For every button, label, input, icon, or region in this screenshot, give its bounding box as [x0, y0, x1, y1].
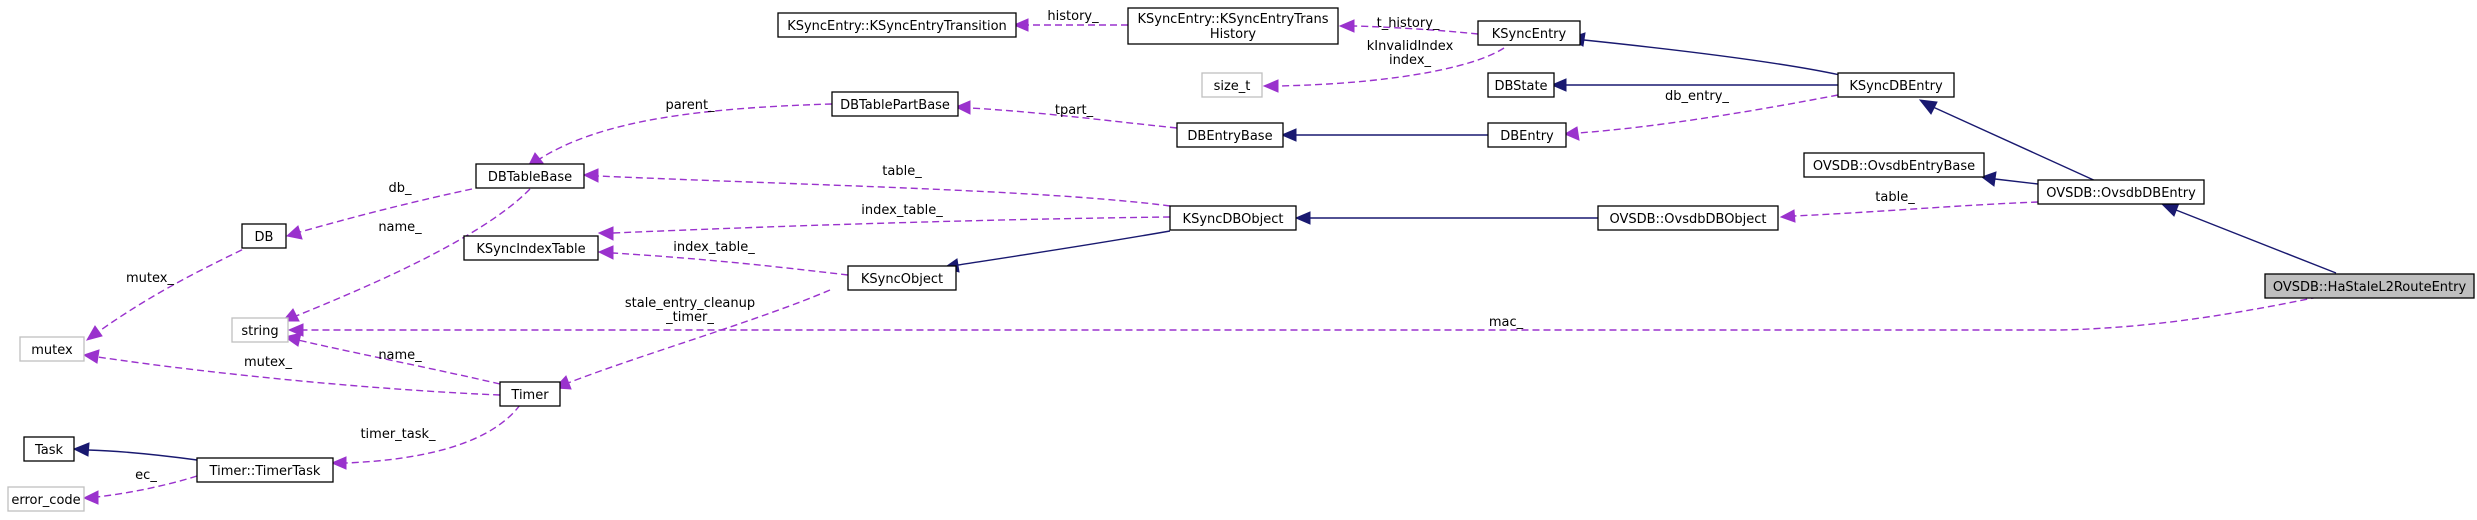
edge-label-parent: parent_ — [665, 98, 715, 113]
node-ovsdb-ovsdbentrybase[interactable]: OVSDB::OvsdbEntryBase — [1803, 152, 1985, 178]
edge-table-ovsdb — [1779, 201, 2039, 223]
svg-text:OVSDB::OvsdbEntryBase: OVSDB::OvsdbEntryBase — [1813, 159, 1975, 174]
svg-text:KSyncDBObject: KSyncDBObject — [1183, 212, 1284, 227]
edge-label-history: history_ — [1047, 9, 1099, 24]
svg-text:KSyncObject: KSyncObject — [861, 272, 943, 287]
edge-label-db: db_ — [388, 181, 412, 196]
edge-index-table-ksyncobject — [597, 245, 849, 276]
edge-timer-task — [330, 404, 521, 470]
edge-label-t-history: t_history_ — [1377, 16, 1440, 31]
svg-text:OVSDB::OvsdbDBEntry: OVSDB::OvsdbDBEntry — [2046, 186, 2196, 201]
svg-text:History: History — [1210, 27, 1257, 42]
edge-label-mutex-db: mutex_ — [126, 271, 174, 286]
edge-t-history — [1338, 19, 1479, 35]
edge-label-kinvalid-index: index_ — [1389, 53, 1432, 68]
node-task[interactable]: Task — [23, 436, 75, 462]
svg-text:DB: DB — [255, 230, 274, 245]
edge-ovsdbdbentry-to-ksyncdbentry — [1918, 99, 2099, 183]
svg-text:OVSDB::HaStaleL2RouteEntry: OVSDB::HaStaleL2RouteEntry — [2273, 280, 2467, 295]
svg-text:DBState: DBState — [1494, 79, 1547, 94]
node-string[interactable]: string — [231, 317, 289, 343]
edge-db — [285, 188, 473, 240]
node-ksyncentry-transhistory[interactable]: KSyncEntry::KSyncEntryTrans History — [1127, 7, 1339, 45]
svg-text:DBTablePartBase: DBTablePartBase — [840, 98, 950, 113]
edge-label-timer-task: timer_task_ — [360, 427, 436, 442]
edge-dbentry-to-dbentrybase — [1280, 128, 1488, 142]
svg-text:OVSDB::OvsdbDBObject: OVSDB::OvsdbDBObject — [1609, 212, 1766, 227]
node-dbtablepartbase[interactable]: DBTablePartBase — [831, 91, 959, 117]
edge-ksyncdbobject-to-ksyncobject — [942, 230, 1171, 273]
node-dbstate[interactable]: DBState — [1487, 72, 1555, 98]
edge-mac — [287, 296, 2319, 337]
node-ovsdb-ovsdbdbobject[interactable]: OVSDB::OvsdbDBObject — [1597, 205, 1779, 231]
edge-label-mac: mac_ — [1489, 315, 1524, 330]
edge-label-table-ovsdb: table_ — [1875, 190, 1915, 205]
svg-text:Task: Task — [34, 443, 64, 458]
edge-mutex-db — [85, 244, 253, 341]
edge-ec — [82, 475, 198, 505]
node-ovsdb-hastalel2routeentry[interactable]: OVSDB::HaStaleL2RouteEntry — [2264, 273, 2475, 299]
svg-text:DBEntryBase: DBEntryBase — [1187, 129, 1272, 144]
node-dbtablebase[interactable]: DBTableBase — [475, 163, 585, 189]
edge-table-ksync — [582, 168, 1171, 207]
svg-text:size_t: size_t — [1214, 79, 1251, 94]
svg-text:DBTableBase: DBTableBase — [488, 170, 572, 185]
node-dbentry[interactable]: DBEntry — [1487, 122, 1567, 148]
edge-ovsdbdbobject-to-ksyncdbobject — [1294, 211, 1598, 225]
edge-label-table-ksync: table_ — [882, 164, 922, 179]
node-ksyncdbentry[interactable]: KSyncDBEntry — [1837, 72, 1955, 98]
edge-label-index-table-ksyncobject: index_table_ — [673, 240, 755, 255]
node-mutex[interactable]: mutex — [19, 336, 85, 362]
edge-kinvalidindex — [1262, 47, 1505, 93]
edge-ovsdbdbentry-to-ovsdbentrybase — [1980, 171, 2039, 187]
svg-text:KSyncEntry: KSyncEntry — [1492, 27, 1567, 42]
node-ovsdb-ovsdbdbentry[interactable]: OVSDB::OvsdbDBEntry — [2037, 179, 2205, 205]
svg-text:string: string — [241, 324, 278, 339]
edge-tpart — [954, 100, 1178, 129]
node-timer[interactable]: Timer — [499, 381, 561, 407]
node-db[interactable]: DB — [241, 223, 287, 249]
svg-text:mutex: mutex — [31, 343, 73, 358]
node-size-t[interactable]: size_t — [1201, 72, 1263, 98]
edge-label-name-timer: name_ — [378, 348, 422, 363]
edge-history — [1012, 18, 1128, 32]
node-ksyncentry-transition[interactable]: KSyncEntry::KSyncEntryTransition — [777, 12, 1017, 38]
edge-label-ec: ec_ — [135, 468, 157, 483]
node-ksyncdbobject[interactable]: KSyncDBObject — [1169, 205, 1297, 231]
svg-text:KSyncEntry::KSyncEntryTrans: KSyncEntry::KSyncEntryTrans — [1137, 12, 1328, 27]
edge-label-index-table-ksyncdbobject: index_table_ — [861, 203, 943, 218]
edge-label-kinvalidindex: kInvalidIndex — [1367, 39, 1454, 54]
edge-db-entry — [1563, 94, 1839, 141]
edge-ksyncdbentry-to-ksyncentry — [1568, 32, 1841, 76]
edge-mutex-timer — [82, 349, 501, 396]
edge-label-stale-timer: _timer_ — [665, 310, 714, 325]
svg-text:KSyncIndexTable: KSyncIndexTable — [476, 242, 585, 257]
node-dbentrybase[interactable]: DBEntryBase — [1176, 122, 1284, 148]
edge-label-name-dbtablebase: name_ — [378, 220, 422, 235]
edge-label-mutex-timer: mutex_ — [244, 355, 292, 370]
node-ksyncindextable[interactable]: KSyncIndexTable — [463, 235, 599, 261]
svg-text:DBEntry: DBEntry — [1500, 129, 1554, 144]
svg-text:error_code: error_code — [11, 493, 80, 508]
node-ksyncobject[interactable]: KSyncObject — [847, 265, 957, 291]
edge-label-tpart: tpart_ — [1055, 103, 1094, 118]
edge-hastale-to-ovsdbdbentry — [2160, 202, 2337, 274]
edge-timertask-to-task — [72, 442, 198, 461]
svg-text:KSyncDBEntry: KSyncDBEntry — [1849, 79, 1943, 94]
edge-ksyncdbentry-to-dbstate — [1550, 78, 1838, 92]
node-error-code[interactable]: error_code — [7, 486, 85, 512]
edge-index-table-ksyncdbobject — [597, 216, 1171, 241]
svg-text:Timer: Timer — [510, 388, 549, 403]
node-ksyncentry[interactable]: KSyncEntry — [1477, 20, 1581, 46]
edge-parent — [527, 103, 833, 168]
svg-text:KSyncEntry::KSyncEntryTransiti: KSyncEntry::KSyncEntryTransition — [787, 19, 1007, 34]
node-timer-timertask[interactable]: Timer::TimerTask — [196, 457, 334, 483]
edge-label-db-entry: db_entry_ — [1665, 89, 1729, 104]
edge-label-stale-entry-cleanup: stale_entry_cleanup — [625, 296, 755, 311]
svg-text:Timer::TimerTask: Timer::TimerTask — [209, 464, 321, 479]
edge-name-timer — [283, 332, 501, 385]
